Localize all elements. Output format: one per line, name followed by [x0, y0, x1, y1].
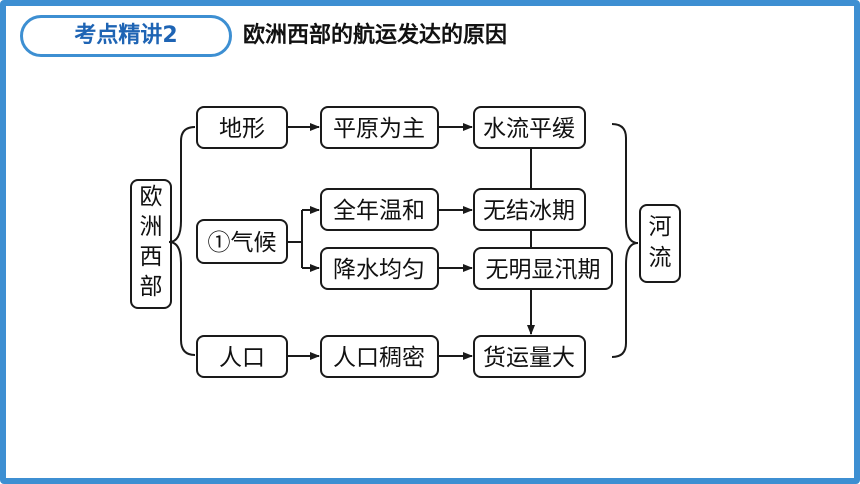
- factor-population-label: 人口: [219, 345, 265, 371]
- effect-gentle-box: [473, 106, 586, 149]
- left-label-char-4: 部: [140, 274, 163, 300]
- left-label-char-1: 欧: [140, 184, 163, 210]
- factor-climate-box: [196, 219, 288, 264]
- right-brace: [611, 123, 639, 358]
- condition-plain-box: [320, 106, 439, 149]
- condition-rain-box: [320, 247, 439, 290]
- effect-gentle-label: 水流平缓: [483, 116, 575, 142]
- right-label-char-2: 流: [649, 245, 672, 271]
- condition-plain-label: 平原为主: [333, 116, 425, 142]
- right-label-char-1: 河: [649, 214, 672, 240]
- effect-freight-label: 货运量大: [483, 345, 575, 371]
- condition-mild-label: 全年温和: [333, 198, 425, 224]
- left-label-char-3: 西: [140, 244, 163, 270]
- factor-terrain-label: 地形: [219, 116, 265, 142]
- right-label-box: [639, 204, 681, 283]
- condition-mild-box: [320, 188, 439, 231]
- effect-noflood-box: [473, 247, 613, 290]
- factor-climate-label: ①气候: [208, 230, 277, 256]
- effect-noice-label: 无结冰期: [483, 198, 575, 224]
- left-label-box: [130, 179, 172, 309]
- condition-rain-label: 降水均匀: [333, 257, 425, 283]
- condition-dense-box: [320, 335, 439, 378]
- left-label-char-2: 洲: [140, 214, 163, 240]
- factor-population-box: [196, 335, 288, 378]
- effect-freight-box: [473, 335, 586, 378]
- slide-title: 欧洲西部的航运发达的原因: [243, 23, 508, 48]
- effect-noice-box: [473, 188, 586, 231]
- factor-terrain-box: [196, 106, 288, 149]
- effect-noflood-label: 无明显汛期: [486, 257, 601, 283]
- condition-dense-label: 人口稠密: [333, 345, 425, 371]
- left-brace: [168, 126, 196, 356]
- section-badge: 考点精讲2: [20, 15, 232, 57]
